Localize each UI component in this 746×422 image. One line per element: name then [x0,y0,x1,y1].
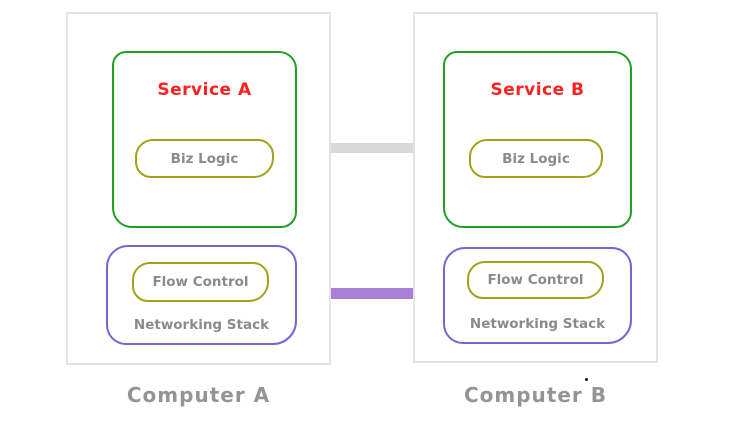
service-b-bizlogic-label: Biz Logic [502,150,570,167]
network-connection-line [289,288,444,299]
service-a-bizlogic-box: Biz Logic [135,139,274,178]
computer-a-caption: Computer A [126,383,271,407]
service-b-box: Service B Biz Logic [443,51,632,228]
computer-b-box: Service B Biz Logic Flow Control Network… [413,12,658,363]
service-connection-line [293,143,442,153]
computer-a-networking-label: Networking Stack [133,317,270,333]
computer-b-networking-label: Networking Stack [469,316,606,332]
computer-b-networking-box: Flow Control Networking Stack [443,247,632,344]
cursor-dot [585,378,588,381]
service-b-bizlogic-box: Biz Logic [469,139,603,178]
computer-a-flowcontrol-label: Flow Control [152,274,249,290]
service-b-title: Service B [490,80,585,100]
computer-b-flowcontrol-label: Flow Control [487,272,584,288]
computer-a-networking-box: Flow Control Networking Stack [106,245,297,345]
computer-a-box: Service A Biz Logic Flow Control Network… [66,12,331,365]
computer-b-caption: Computer B [463,383,607,407]
service-a-box: Service A Biz Logic [112,51,297,228]
computer-b-flowcontrol-box: Flow Control [467,261,604,299]
service-a-title: Service A [157,80,252,100]
computer-a-flowcontrol-box: Flow Control [132,262,269,302]
service-a-bizlogic-label: Biz Logic [170,150,239,167]
